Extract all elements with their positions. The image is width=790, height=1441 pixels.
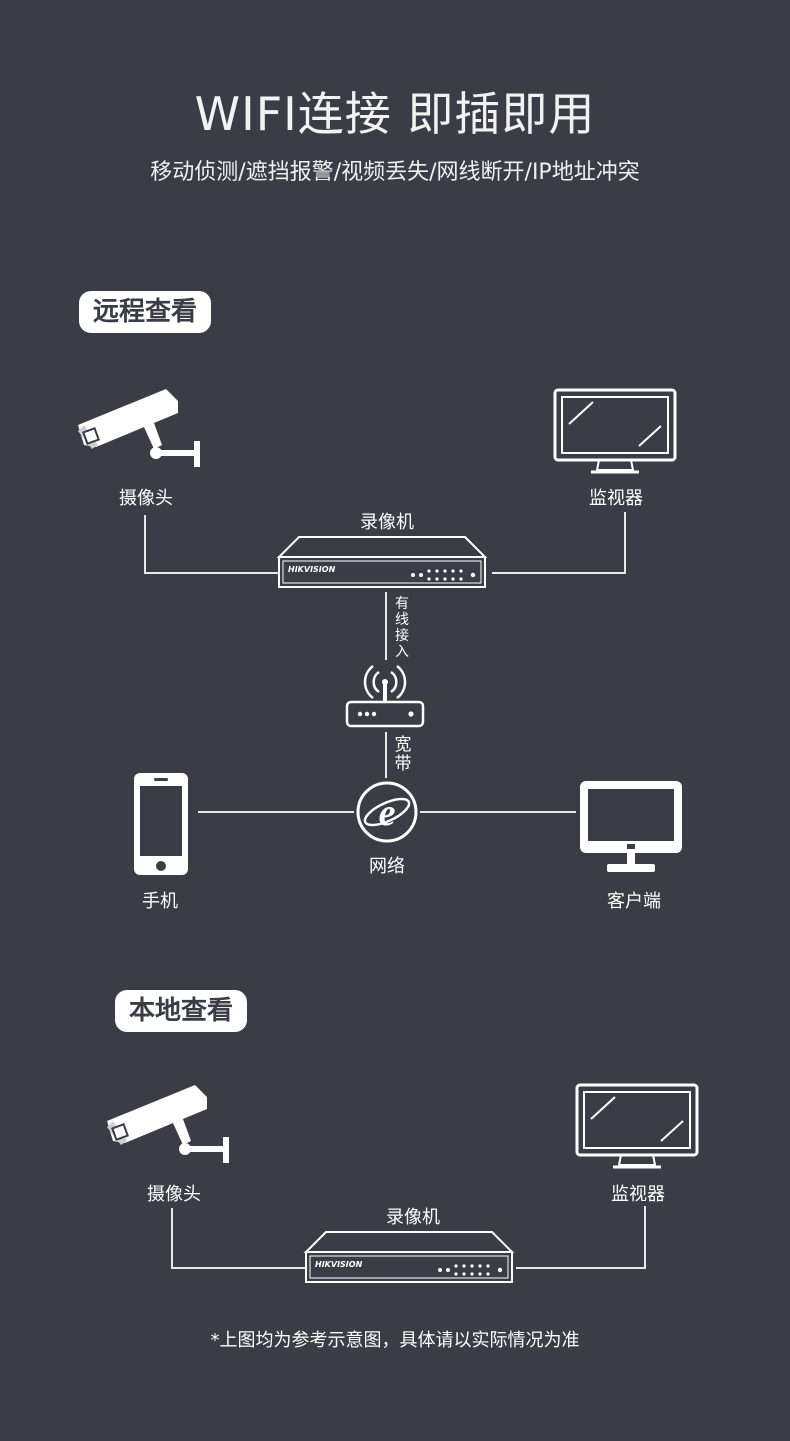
camera-icon: [78, 389, 200, 467]
section-badge-remote: 远程查看: [79, 291, 212, 333]
wired-char: 有: [395, 596, 409, 612]
monitor-icon: [575, 1083, 699, 1169]
remote-nvr-brand: HIKVISION: [288, 565, 336, 574]
monitor-icon: [553, 388, 677, 474]
page-subtitle: 移动侦测/遮挡报警/视频丢失/网线断开/IP地址冲突: [150, 160, 640, 185]
network-label: 网络: [369, 856, 405, 877]
line-nvr-monitor: [492, 512, 626, 574]
desktop-client-icon: [580, 781, 682, 872]
page-title: WIFI连接 即插即用: [194, 87, 596, 141]
line-camera-nvr: [144, 515, 278, 574]
section-badge-local: 本地查看: [115, 990, 248, 1032]
nvr-device-icon: [276, 536, 488, 588]
client-label: 客户端: [607, 891, 661, 912]
broadband-label: 宽 带: [393, 736, 413, 774]
phone-label: 手机: [142, 891, 178, 912]
wired-char: 线: [395, 612, 409, 628]
local-nvr-label: 录像机: [386, 1207, 440, 1228]
local-camera-label: 摄像头: [147, 1184, 201, 1205]
remote-monitor-label: 监视器: [589, 488, 643, 509]
camera-icon: [107, 1085, 229, 1163]
router-icon: [345, 665, 425, 728]
broadband-char: 带: [394, 754, 412, 774]
remote-nvr-label: 录像机: [360, 512, 414, 533]
wired-char: 接: [395, 628, 409, 644]
local-nvr-brand: HIKVISION: [315, 1260, 363, 1269]
wired-connection-label: 有 线 接 入: [393, 596, 411, 660]
local-monitor-label: 监视器: [611, 1184, 665, 1205]
nvr-device-icon: [303, 1231, 515, 1283]
wired-char: 入: [395, 644, 409, 660]
internet-explorer-icon: e: [356, 781, 418, 843]
broadband-char: 宽: [394, 735, 412, 755]
line-local-nvr-monitor: [516, 1206, 646, 1269]
line-local-camera-nvr: [171, 1208, 305, 1269]
smartphone-icon: [134, 773, 188, 875]
remote-camera-label: 摄像头: [119, 488, 173, 509]
footnote: *上图均为参考示意图，具体请以实际情况为准: [210, 1330, 580, 1351]
